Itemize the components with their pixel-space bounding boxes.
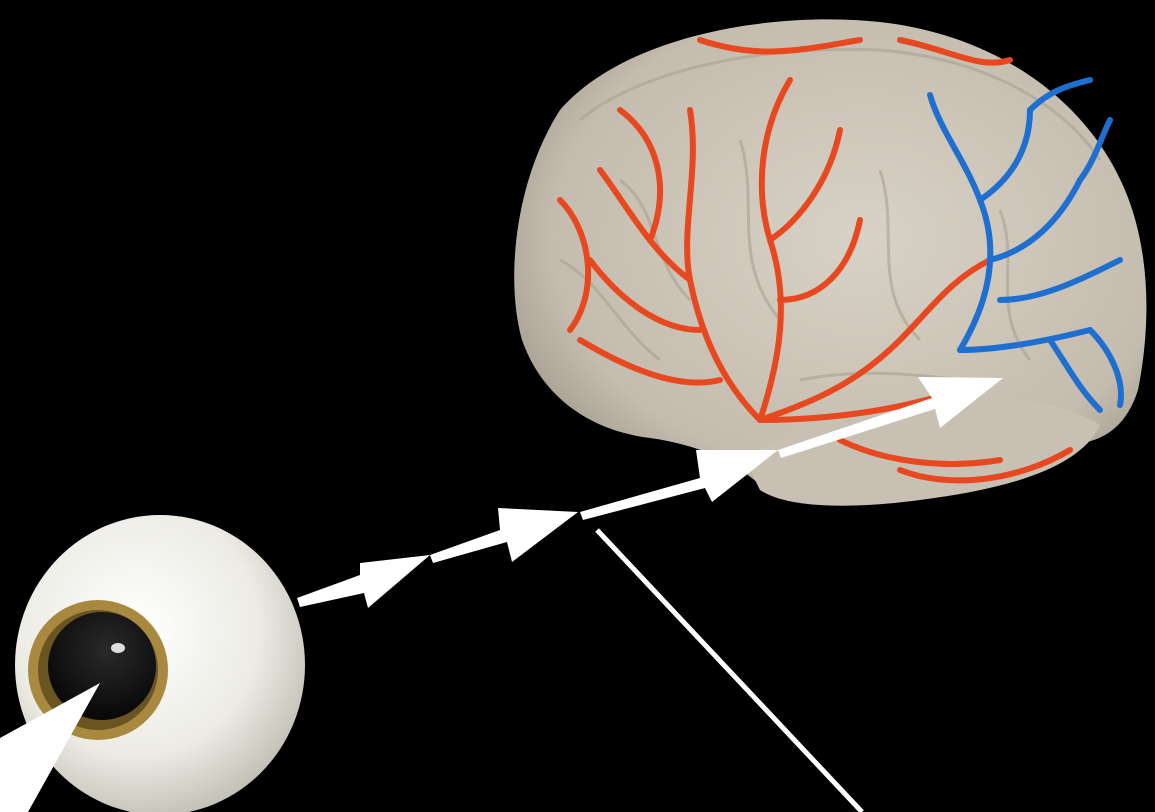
pathway-arrow-1 xyxy=(297,555,430,608)
branch-line xyxy=(597,530,862,812)
pathway-arrow-3 xyxy=(580,450,778,520)
eyeball-model xyxy=(15,515,305,812)
eye-highlight xyxy=(111,643,125,653)
pathway-arrow-2 xyxy=(430,508,578,563)
